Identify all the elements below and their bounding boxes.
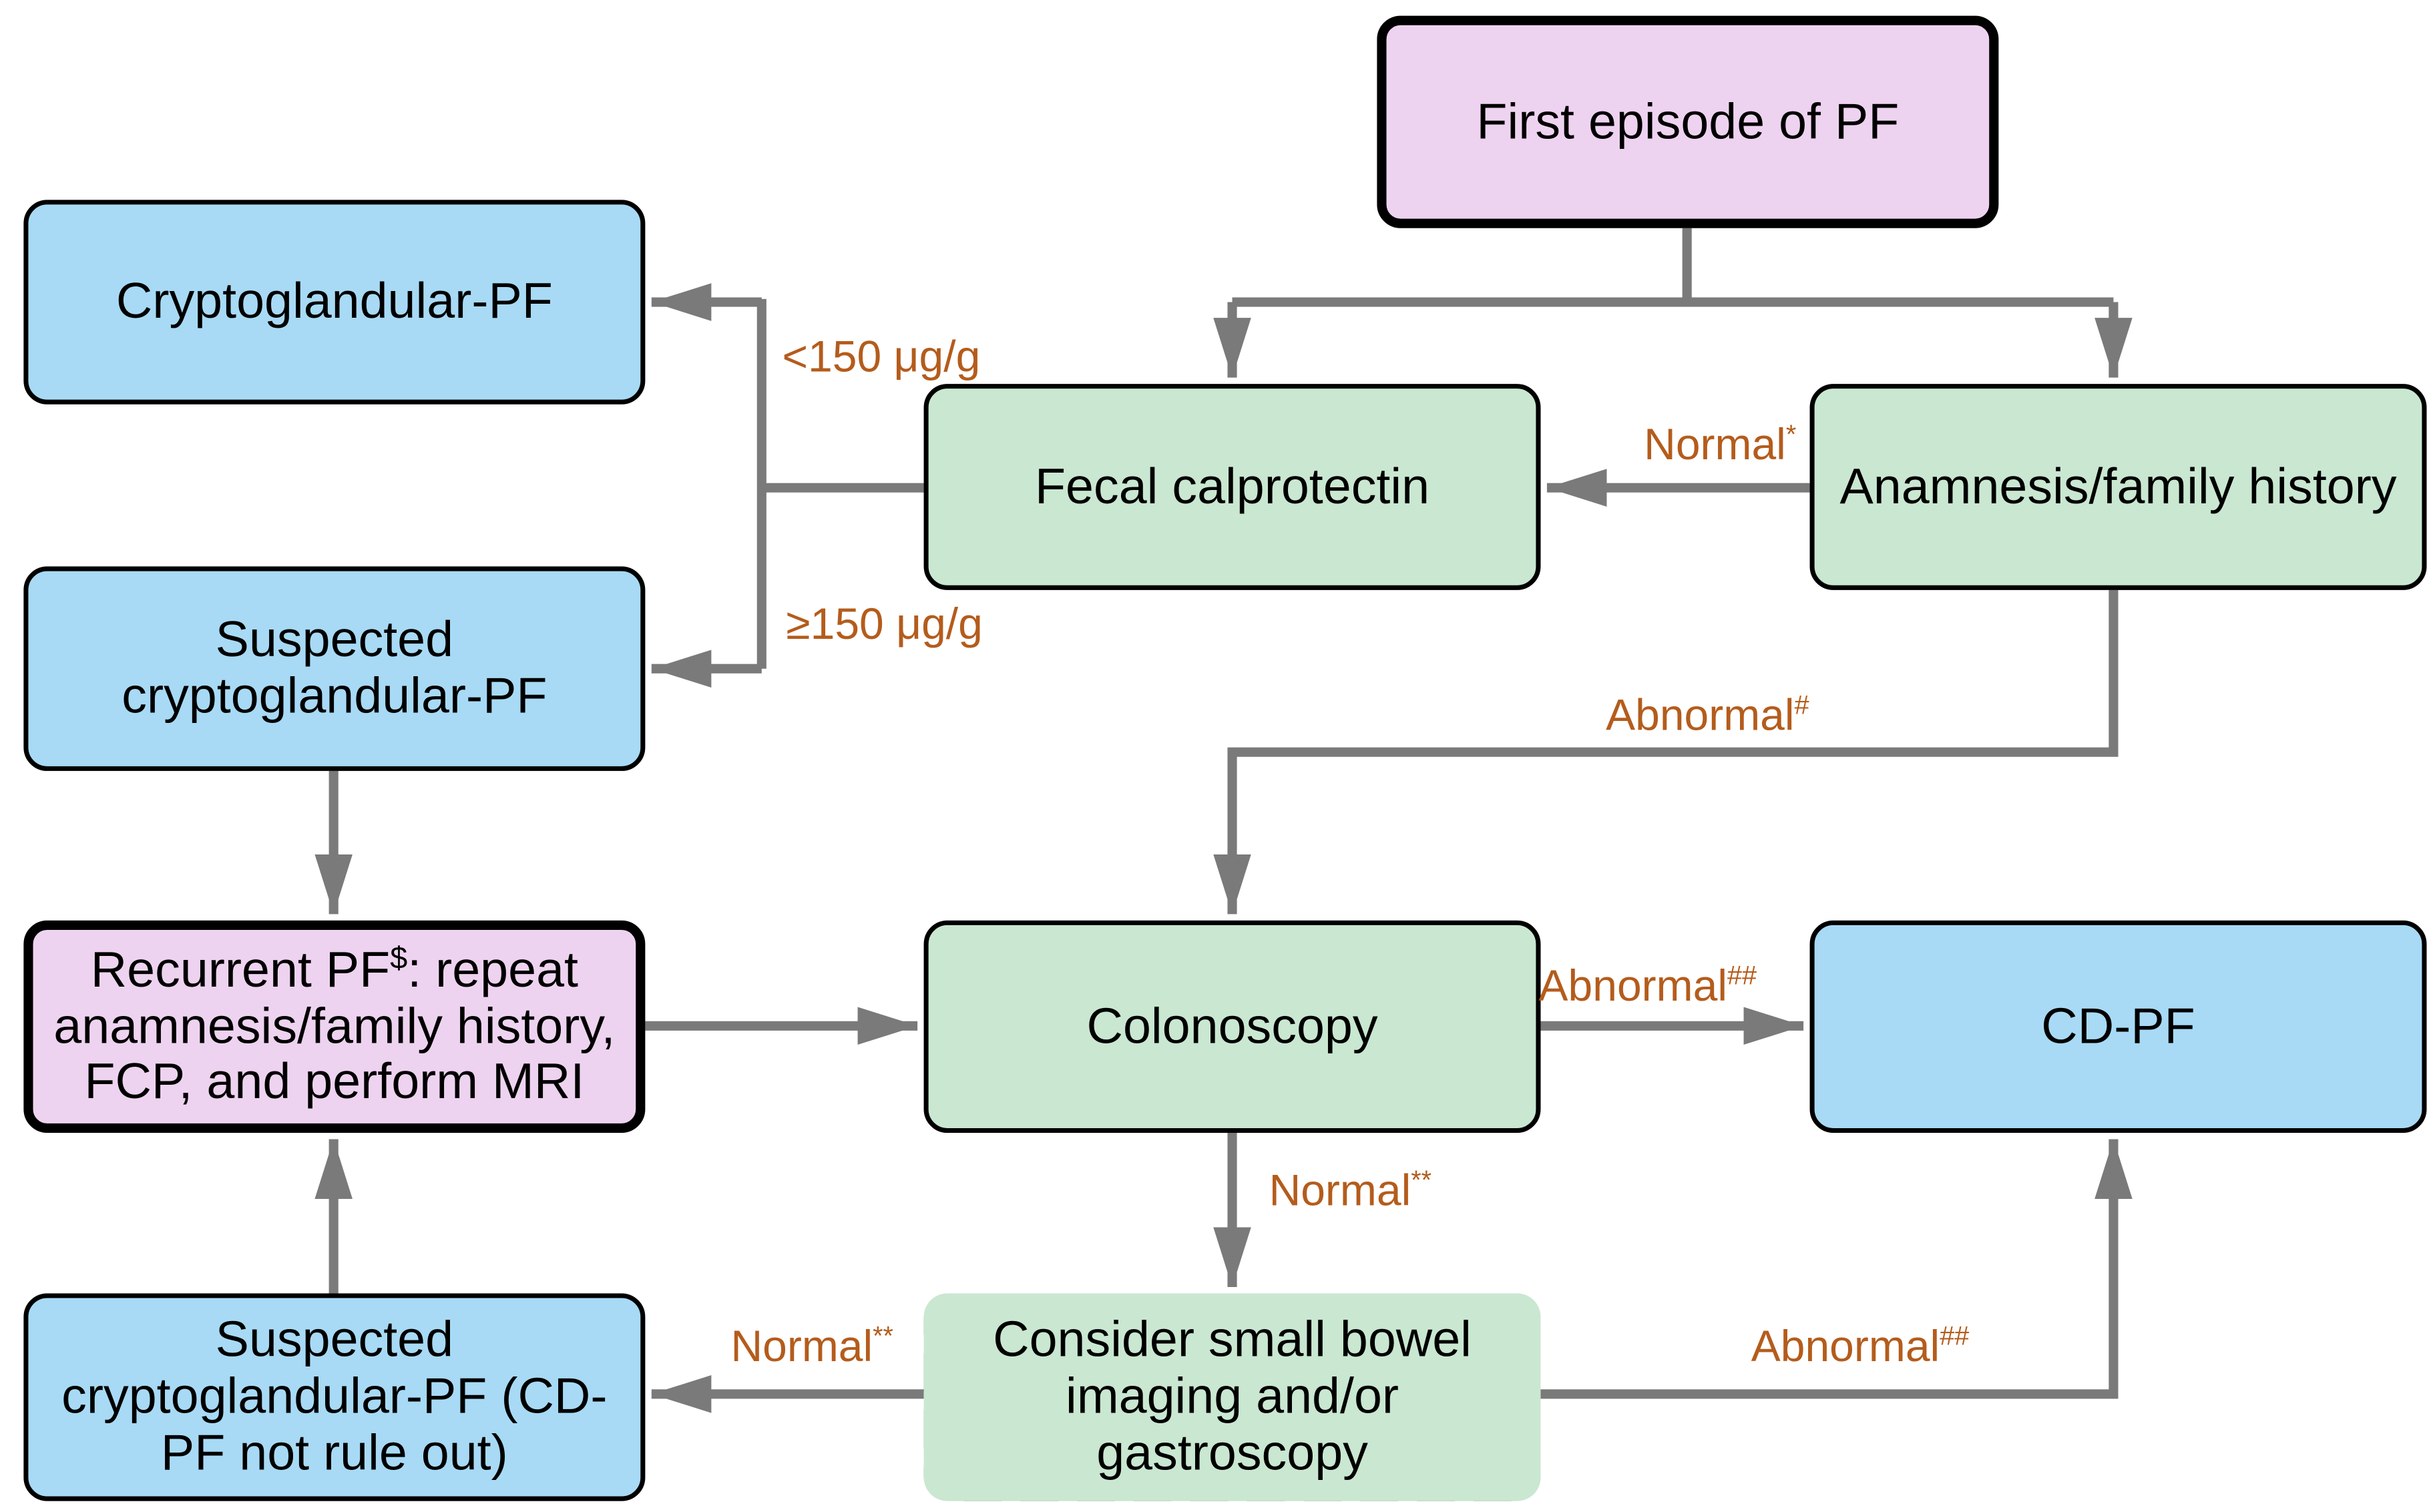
- edge-label-normal-anamnesis: Normal*: [1644, 420, 1796, 470]
- edge-label-normal-colonoscopy-text: Normal: [1269, 1166, 1411, 1215]
- edge-label-abnormal-colonoscopy-text: Abnormal: [1538, 961, 1728, 1011]
- edge-label-fcp-low: <150 μg/g: [783, 332, 981, 382]
- node-first-episode-label: First episode of PF: [1476, 92, 1900, 149]
- edge-label-abnormal-anamnesis: Abnormal#: [1606, 691, 1809, 741]
- node-suspected-cd-not-ruled-out: Suspected cryptoglandular-PF (CD-PF not …: [23, 1293, 646, 1501]
- node-recurrent-pf-label-post: : repeat anamnesis/family history, FCP, …: [53, 940, 616, 1110]
- edge-label-abnormal-anamnesis-sup: #: [1794, 690, 1809, 720]
- edge-label-normal-anamnesis-text: Normal: [1644, 420, 1786, 469]
- edge-label-normal-colonoscopy: Normal**: [1269, 1166, 1431, 1216]
- edge-label-normal-anamnesis-sup: *: [1785, 419, 1797, 450]
- node-recurrent-pf-label-pre: Recurrent PF: [90, 940, 391, 997]
- edge-label-normal-colonoscopy-sup: **: [1411, 1165, 1432, 1196]
- edge-label-fcp-high-text: ≥150 μg/g: [786, 599, 983, 649]
- edge-label-abnormal-imaging-sup: ##: [1940, 1321, 1970, 1351]
- node-fecal-calprotectin-label: Fecal calprotectin: [1034, 457, 1430, 514]
- edge-label-abnormal-imaging: Abnormal##: [1751, 1322, 1969, 1372]
- edge-label-abnormal-colonoscopy: Abnormal##: [1539, 961, 1757, 1011]
- node-recurrent-pf: Recurrent PF$: repeat anamnesis/family h…: [23, 920, 646, 1133]
- node-anamnesis-family-history-label: Anamnesis/family history: [1839, 457, 2397, 514]
- node-suspected-cd-not-ruled-out-label: Suspected cryptoglandular-PF (CD-PF not …: [61, 1310, 608, 1481]
- edge-label-abnormal-colonoscopy-sup: ##: [1727, 961, 1757, 991]
- edge-label-fcp-high: ≥150 μg/g: [786, 599, 982, 650]
- node-small-bowel-imaging: Consider small bowel imaging and/or gast…: [923, 1293, 1541, 1501]
- edge-anamnesis-to-colonoscopy: [1213, 589, 2119, 915]
- node-fecal-calprotectin: Fecal calprotectin: [923, 384, 1541, 590]
- edge-label-abnormal-anamnesis-text: Abnormal: [1606, 690, 1795, 740]
- edge-label-fcp-low-text: <150 μg/g: [782, 332, 981, 381]
- arrow-abnormal-to-colonoscopy: [1213, 589, 2119, 915]
- node-colonoscopy-label: Colonoscopy: [1086, 997, 1378, 1054]
- node-recurrent-pf-label: Recurrent PF$: repeat anamnesis/family h…: [43, 940, 626, 1111]
- node-recurrent-pf-label-sup: $: [390, 941, 408, 976]
- edge-label-normal-imaging: Normal**: [730, 1322, 893, 1372]
- node-cryptoglandular-pf: Cryptoglandular-PF: [23, 200, 646, 405]
- node-first-episode: First episode of PF: [1377, 15, 1999, 228]
- edge-label-normal-imaging-sup: **: [873, 1321, 893, 1351]
- node-cryptoglandular-pf-label: Cryptoglandular-PF: [116, 272, 553, 329]
- node-suspected-cryptoglandular-pf-label: Suspected cryptoglandular-PF: [122, 610, 547, 724]
- node-cd-pf: CD-PF: [1809, 920, 2427, 1133]
- edge-label-abnormal-imaging-text: Abnormal: [1751, 1321, 1940, 1370]
- node-small-bowel-imaging-label: Consider small bowel imaging and/or gast…: [993, 1310, 1472, 1481]
- node-suspected-cryptoglandular-pf: Suspected cryptoglandular-PF: [23, 566, 646, 771]
- node-anamnesis-family-history: Anamnesis/family history: [1809, 384, 2427, 590]
- node-cd-pf-label: CD-PF: [2041, 997, 2195, 1054]
- node-colonoscopy: Colonoscopy: [923, 920, 1541, 1133]
- edge-first-episode-split: [1213, 228, 2133, 378]
- edge-label-normal-imaging-text: Normal: [730, 1321, 873, 1370]
